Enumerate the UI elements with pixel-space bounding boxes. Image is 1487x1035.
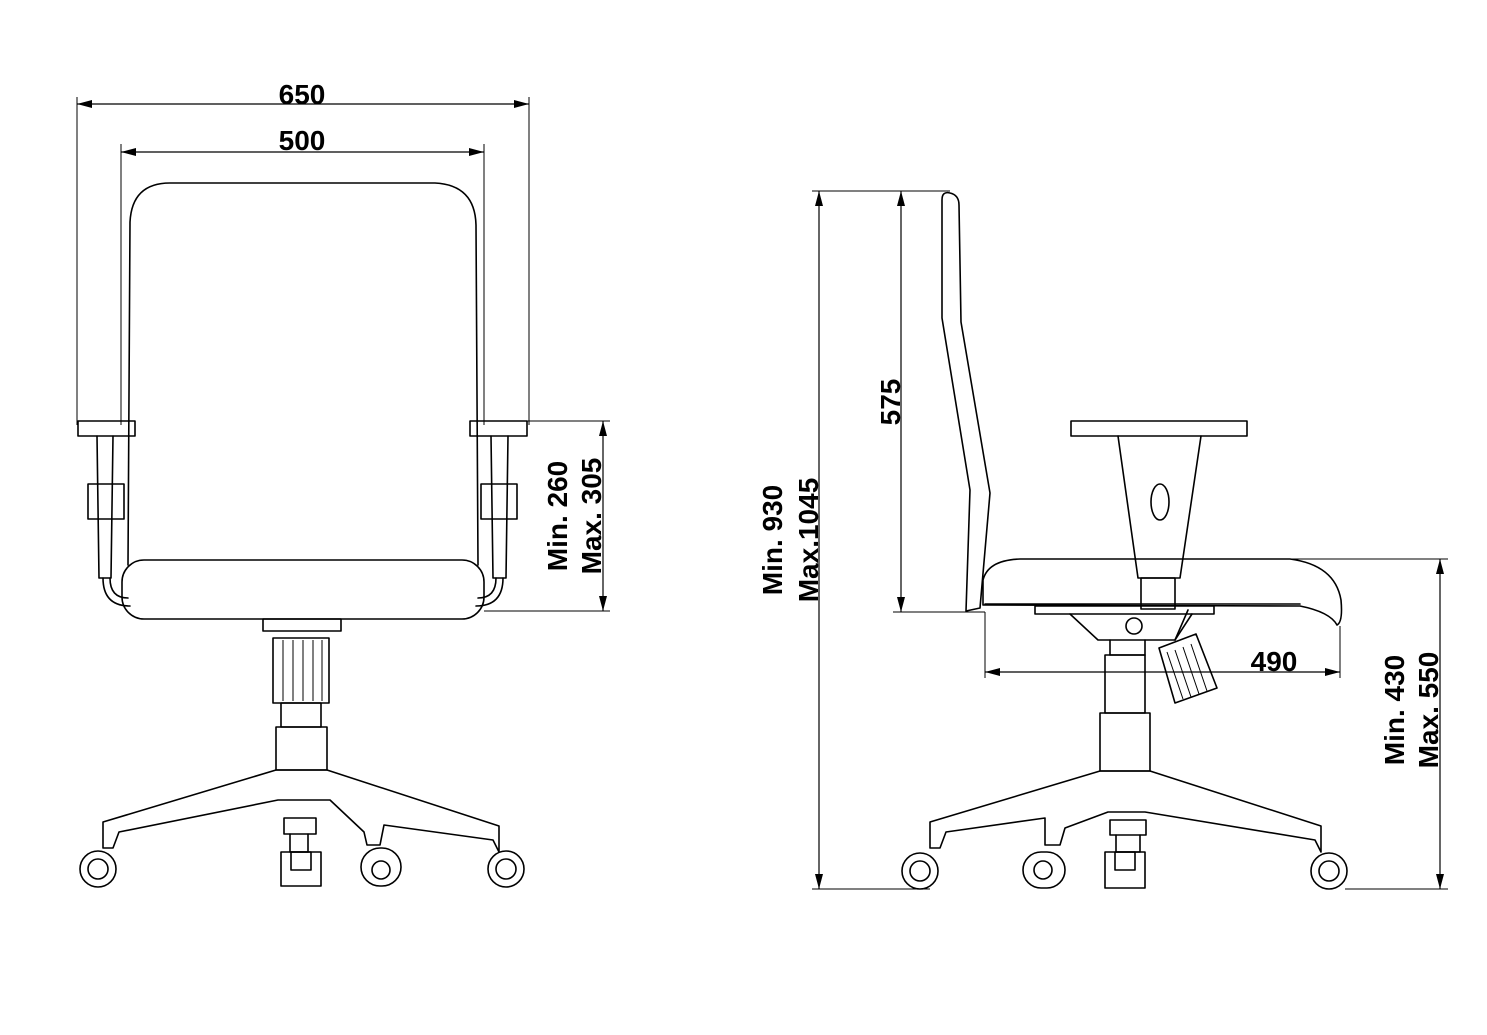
dim-armrest-height: [484, 420, 610, 612]
dim-seat-max-label: Max. 550: [1413, 652, 1444, 769]
side-gas-cylinder: [1104, 654, 1146, 714]
dim-total-max-label: Max.1045: [793, 478, 824, 603]
front-star-base: [102, 769, 500, 853]
front-backrest: [127, 182, 479, 566]
dim-backrest-height: [893, 191, 985, 613]
dim-backrest-label: 575: [875, 379, 906, 426]
side-seat-cushion: [982, 558, 1343, 626]
side-lift-paddle: [1158, 633, 1218, 704]
dim-seat-depth-label: 490: [1251, 646, 1298, 677]
dim-seat-width: [120, 144, 485, 425]
front-seat-cushion: [121, 559, 485, 620]
front-lift-knob: [272, 637, 330, 704]
dim-overall-width-label: 650: [279, 79, 326, 110]
dim-total-min-label: Min. 930: [757, 485, 788, 595]
dim-overall-width: [76, 97, 530, 425]
dim-seat-width-label: 500: [279, 125, 326, 156]
dim-seat-height: [1290, 558, 1448, 890]
side-armrest-support: [1117, 435, 1202, 579]
dim-seat-depth: [984, 612, 1341, 678]
side-base-hub: [1099, 712, 1151, 772]
side-view: Min. 930 Max.1045 575: [757, 190, 1448, 890]
front-left-armrest-pad: [77, 420, 136, 437]
dim-armrest-min-label: Min. 260: [542, 461, 573, 571]
dim-seat-min-label: Min. 430: [1379, 655, 1410, 765]
dim-armrest-max-label: Max. 305: [576, 458, 607, 575]
front-base-hub: [275, 726, 328, 771]
dim-total-height: [812, 190, 950, 890]
front-gas-cylinder: [280, 702, 322, 728]
front-view: 650 500: [76, 79, 610, 888]
side-casters: [901, 851, 1348, 890]
front-left-armrest-post: [87, 435, 125, 579]
front-casters: [79, 847, 525, 888]
side-backrest: [941, 191, 991, 612]
side-seat-plate: [1034, 605, 1215, 615]
front-seat-mechanism: [262, 618, 342, 632]
side-seat-mechanism: [1069, 613, 1193, 641]
side-armrest-pad: [1070, 420, 1248, 437]
front-right-armrest-post: [480, 435, 518, 579]
front-right-armrest-pad: [469, 420, 528, 437]
side-star-base: [929, 770, 1322, 853]
